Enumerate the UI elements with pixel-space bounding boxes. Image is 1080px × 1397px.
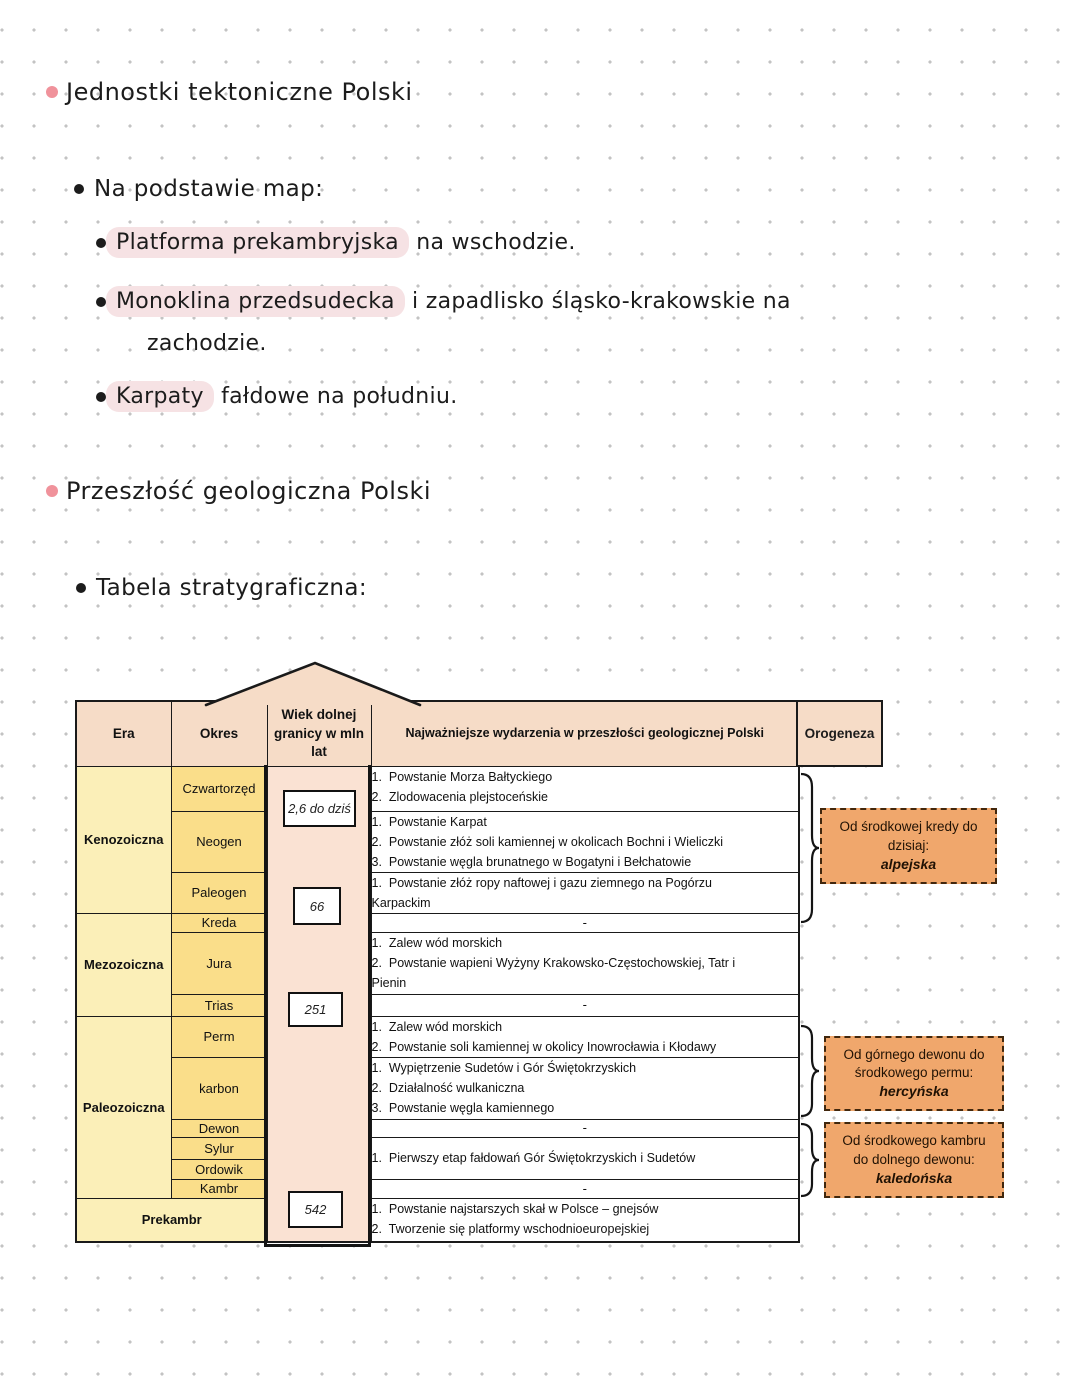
- era-cell-prekambr: Prekambr: [75, 1197, 268, 1243]
- table-row: Kenozoiczna Czwartorzęd 1. Powstanie Mor…: [75, 765, 800, 1243]
- age-box-251: 251: [288, 992, 343, 1027]
- black-bullet-icon: [96, 237, 106, 248]
- note-title-text: Jednostki tektoniczne Polski: [66, 78, 413, 106]
- note-item-text: na wschodzie.: [416, 230, 576, 255]
- note-subtitle-maps: Na podstawie map:: [74, 176, 323, 202]
- period-cell-ordowik: Ordowik: [170, 1158, 268, 1180]
- black-bullet-icon: [74, 184, 84, 194]
- age-box-quaternary: 2,6 do dziś: [283, 790, 356, 827]
- header-cell-orogeneza: Orogeneza: [796, 700, 883, 767]
- header-cell-events: Najważniejsze wydarzenia w przeszłości g…: [370, 700, 800, 767]
- period-cell-paleogen: Paleogen: [170, 871, 268, 914]
- header-cell-wiek: Wiek dolnej granicy w mln lat: [266, 700, 372, 767]
- era-cell-paleozoiczna: Paleozoiczna: [75, 1015, 172, 1199]
- note-item-karpaty: Karpaty fałdowe na południu.: [96, 381, 458, 412]
- orogeny-range: Od górnego dewonu do środkowego permu:: [843, 1046, 985, 1081]
- events-cell: 1. Pierwszy etap fałdowań Gór Świętokrzy…: [370, 1136, 800, 1180]
- events-cell-empty: -: [370, 993, 800, 1017]
- table-row: Paleozoiczna Perm 1. Zalew wód morskich …: [75, 1015, 800, 1199]
- period-cell-trias: Trias: [170, 993, 268, 1017]
- stratigraphic-table-area: Era Okres Wiek dolnej granicy w mln lat …: [75, 660, 1035, 1280]
- table-row: Paleogen 1. Powstanie złóż ropy naftowej…: [76, 871, 800, 914]
- table-row: Ordowik: [76, 1158, 799, 1180]
- era-cell-mezozoiczna: Mezozoiczna: [75, 912, 172, 1017]
- table-row: Sylur 1. Pierwszy etap fałdowań Gór Świę…: [76, 1136, 800, 1180]
- orogeny-range: Od środkowego kambru do dolnego dewonu:: [842, 1133, 986, 1167]
- events-cell: 1. Zalew wód morskich 2. Powstanie wapie…: [370, 931, 800, 995]
- events-cell: 1. Powstanie Karpat 2. Powstanie złóż so…: [370, 810, 800, 873]
- orogeny-box-alpejska: Od środkowej kredy do dzisiaj: alpejska: [820, 808, 997, 884]
- black-bullet-icon: [96, 391, 106, 402]
- period-cell-kambr: Kambr: [170, 1178, 268, 1199]
- orogeny-name: alpejska: [880, 855, 937, 872]
- events-cell: 1. Zalew wód morskich 2. Powstanie soli …: [370, 1015, 800, 1058]
- pink-bullet-icon: [46, 485, 58, 497]
- period-cell-neogen: Neogen: [170, 810, 268, 873]
- header-cell-era: Era: [75, 700, 172, 767]
- events-cell-empty: -: [370, 1118, 800, 1138]
- age-box-66: 66: [293, 887, 341, 925]
- period-cell-karbon: karbon: [170, 1056, 268, 1120]
- header-cell-okres: Okres: [170, 700, 268, 767]
- timeline-arrow-icon: [204, 661, 422, 707]
- note-title-text: Przeszłość geologiczna Polski: [66, 477, 432, 505]
- events-cell: 1. Powstanie Morza Bałtyckiego 2. Zlodow…: [370, 765, 800, 812]
- orogeny-name: kaledońska: [875, 1169, 953, 1186]
- note-title-geological-past: Przeszłość geologiczna Polski: [46, 477, 431, 505]
- note-subtitle-text: Na podstawie map:: [94, 176, 324, 202]
- pink-bullet-icon: [46, 86, 58, 98]
- orogeny-range: Od środkowej kredy do dzisiaj:: [839, 819, 978, 853]
- period-cell-kreda: Kreda: [170, 912, 268, 933]
- note-subtitle-text: Tabela stratygraficzna:: [96, 575, 368, 601]
- period-cell-dewon: Dewon: [170, 1118, 268, 1138]
- black-bullet-icon: [76, 583, 86, 593]
- era-cell-kenozoiczna: Kenozoiczna: [75, 765, 172, 914]
- highlighted-text: Karpaty: [106, 381, 214, 412]
- brace-icon-hercynian: [800, 1024, 820, 1118]
- table-row: Dewon -: [76, 1118, 800, 1138]
- period-cell-czwartorzed: Czwartorzęd: [170, 765, 268, 812]
- table-row: Trias -: [76, 993, 800, 1017]
- period-cell-jura: Jura: [170, 931, 268, 995]
- brace-icon-alpine: [800, 772, 820, 924]
- orogeny-name: hercyńska: [879, 1083, 949, 1100]
- period-cell-sylur: Sylur: [170, 1136, 268, 1160]
- brace-icon-caledonian: [800, 1122, 820, 1198]
- note-item-platforma: Platforma prekambryjska na wschodzie.: [96, 227, 576, 258]
- period-cell-perm: Perm: [170, 1015, 268, 1058]
- black-bullet-icon: [96, 296, 106, 307]
- table-row: karbon 1. Wypiętrzenie Sudetów i Gór Świ…: [76, 1056, 800, 1120]
- highlighted-text: Platforma prekambryjska: [106, 227, 409, 258]
- table-row: Jura 1. Zalew wód morskich 2. Powstanie …: [76, 931, 800, 995]
- events-cell-empty: -: [370, 1178, 800, 1199]
- note-item-monoklina-line2: zachodzie.: [147, 331, 267, 356]
- note-item-text: i zapadlisko śląsko-krakowskie na: [412, 289, 791, 314]
- note-subtitle-stratigraphic-table: Tabela stratygraficzna:: [76, 575, 367, 601]
- events-cell: 1. Powstanie złóż ropy naftowej i gazu z…: [370, 871, 800, 914]
- orogeny-box-kaledonska: Od środkowego kambru do dolnego dewonu: …: [824, 1122, 1004, 1198]
- orogeny-box-hercynska: Od górnego dewonu do środkowego permu: h…: [824, 1036, 1004, 1111]
- stratigraphic-table: Era Okres Wiek dolnej granicy w mln lat …: [75, 700, 800, 1243]
- note-title-tectonic-units: Jednostki tektoniczne Polski: [46, 78, 413, 106]
- note-item-monoklina: Monoklina przedsudecka i zapadlisko śląs…: [96, 286, 791, 317]
- age-column: [266, 765, 372, 1243]
- age-box-542: 542: [288, 1191, 343, 1228]
- table-row: Prekambr 1. Powstanie najstarszych skał …: [75, 1197, 800, 1243]
- table-row: Mezozoiczna Kreda -: [75, 912, 800, 1017]
- highlighted-text: Monoklina przedsudecka: [106, 286, 405, 317]
- events-cell: 1. Wypiętrzenie Sudetów i Gór Świętokrzy…: [370, 1056, 800, 1120]
- events-cell-empty: -: [370, 912, 800, 933]
- table-row: Neogen 1. Powstanie Karpat 2. Powstanie …: [76, 810, 800, 873]
- note-item-text: fałdowe na południu.: [221, 384, 458, 409]
- table-row: Kambr -: [76, 1178, 800, 1199]
- events-cell: 1. Powstanie najstarszych skał w Polsce …: [370, 1197, 800, 1243]
